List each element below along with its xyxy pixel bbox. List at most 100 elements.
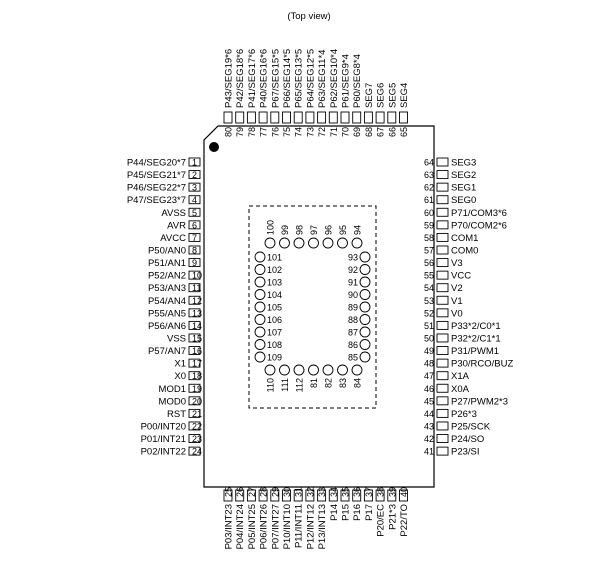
pin-lead xyxy=(436,383,449,393)
pin-label: AVR xyxy=(167,220,186,231)
pad-number: 87 xyxy=(348,328,358,338)
pin-number: 34 xyxy=(329,487,339,497)
pin-lead xyxy=(188,358,201,368)
pad-number: 82 xyxy=(324,378,334,388)
pin-number: 52 xyxy=(424,308,434,318)
die-pad xyxy=(254,251,266,263)
die-pad xyxy=(254,339,266,350)
pin-number: 30 xyxy=(282,487,292,497)
pad-number: 98 xyxy=(295,225,305,235)
die-pad xyxy=(254,289,266,300)
pin-label: P05/INT25 xyxy=(247,504,258,549)
pin-number: 73 xyxy=(305,127,315,137)
die-pad xyxy=(359,251,371,263)
die-pad xyxy=(264,237,276,249)
pin-number: 46 xyxy=(424,384,434,394)
pin-lead xyxy=(436,182,449,192)
pin-number: 42 xyxy=(424,434,434,444)
pin-number: 48 xyxy=(424,359,434,369)
die-pad xyxy=(254,276,266,288)
pin-lead xyxy=(270,489,280,502)
pin-label: P55/AN5 xyxy=(148,308,186,319)
pin-number: 17 xyxy=(192,359,202,369)
pin-label: MOD0 xyxy=(159,396,186,407)
pin-label: P44/SEG20*7 xyxy=(127,158,186,169)
pin-lead xyxy=(328,489,338,502)
pin-label: P13/INT13 xyxy=(317,504,328,549)
pin-label: P67/SEG15*5 xyxy=(270,49,281,108)
pin-number: 29 xyxy=(270,487,280,497)
die-pad xyxy=(322,237,334,249)
pin-label: P45/SEG21*7 xyxy=(127,170,186,181)
pad-number: 103 xyxy=(267,278,282,288)
pin-number: 47 xyxy=(424,371,434,381)
pin-lead xyxy=(188,182,201,192)
pin-number: 20 xyxy=(192,396,202,406)
die-pad xyxy=(322,364,334,376)
pin-number: 2 xyxy=(192,170,197,180)
pin-number: 4 xyxy=(192,195,197,205)
pin-lead xyxy=(352,111,362,124)
pin-lead xyxy=(387,111,397,124)
die-pad xyxy=(351,237,363,249)
pad-number: 104 xyxy=(267,290,282,300)
pin-lead xyxy=(188,346,201,355)
die-pad xyxy=(264,364,276,376)
pin-lead xyxy=(235,489,245,502)
pin-number: 32 xyxy=(305,487,315,497)
pin-number: 15 xyxy=(192,333,202,343)
pin-lead xyxy=(436,346,449,355)
pin-label: X0 xyxy=(174,371,186,382)
pin-label: P54/AN4 xyxy=(148,296,186,307)
pad-number: 93 xyxy=(348,253,358,263)
pin-label: SEG5 xyxy=(387,83,398,108)
pin-number: 28 xyxy=(259,487,269,497)
die-pad xyxy=(359,314,371,325)
pin-lead xyxy=(436,270,449,280)
pin-label: P52/AN2 xyxy=(148,271,186,282)
die-pad xyxy=(254,326,266,338)
pin-lead xyxy=(436,408,449,418)
pad-number: 83 xyxy=(338,378,348,388)
pin-lead xyxy=(340,489,350,502)
pin-number: 10 xyxy=(192,271,202,281)
view-title: (Top view) xyxy=(287,11,330,22)
pin-number: 25 xyxy=(224,487,234,497)
pin-label: P63/SEG11*4 xyxy=(317,50,328,108)
pin-label: P00/INT20 xyxy=(141,421,186,432)
pin-number: 64 xyxy=(424,158,434,168)
pin-lead xyxy=(282,489,291,502)
pin-number: 57 xyxy=(424,245,434,255)
pin-number: 7 xyxy=(192,233,197,243)
pin-number: 41 xyxy=(424,447,434,457)
pin-number: 44 xyxy=(424,409,434,419)
pin-label: P40/SEG16*6 xyxy=(259,49,270,108)
die-pad xyxy=(254,351,266,363)
pin-number: 8 xyxy=(192,245,197,255)
pad-number: 108 xyxy=(267,340,282,350)
pin-label: X1 xyxy=(174,359,186,370)
pin-label: P42/SEG18*6 xyxy=(235,49,246,108)
pin-label: P64/SEG12*5 xyxy=(305,49,316,108)
pin-lead xyxy=(436,333,449,343)
pad-number: 97 xyxy=(309,225,319,235)
pin-lead xyxy=(235,111,245,124)
pin-number: 36 xyxy=(352,487,362,497)
pin-number: 21 xyxy=(192,409,202,419)
pad-number: 95 xyxy=(338,225,348,235)
die-pad xyxy=(279,237,290,249)
pin-number: 45 xyxy=(424,396,434,406)
pin-number: 12 xyxy=(192,296,202,306)
pin-lead xyxy=(375,489,385,502)
pin-label: P17 xyxy=(364,504,375,521)
pin-label: P02/INT22 xyxy=(141,447,186,458)
pin-label: RST xyxy=(167,409,186,420)
pin-label: P65/SEG13*5 xyxy=(294,49,305,108)
pin-lead xyxy=(436,295,449,305)
pin-lead xyxy=(188,308,201,318)
pin-label: P11/INT11 xyxy=(294,504,305,548)
pin-lead xyxy=(293,489,303,502)
pin-number: 80 xyxy=(224,127,234,137)
pad-number: 109 xyxy=(267,353,282,363)
pin-lead xyxy=(223,489,233,502)
